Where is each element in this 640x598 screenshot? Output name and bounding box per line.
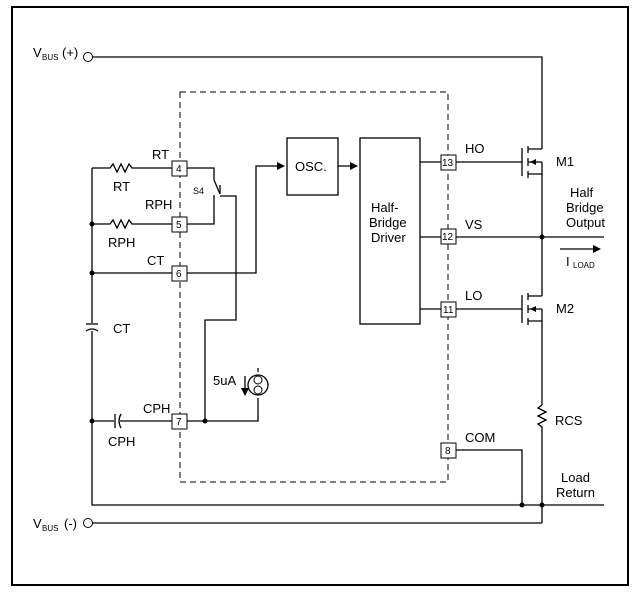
svg-text:LO: LO <box>465 288 482 303</box>
figure-border <box>11 6 629 586</box>
svg-text:CPH: CPH <box>143 401 170 416</box>
current-source-5ua: 5uA <box>213 368 269 396</box>
svg-text:RCS: RCS <box>555 413 583 428</box>
svg-text:RT: RT <box>113 179 130 194</box>
s4-control-line <box>204 195 237 421</box>
pin-8: 8 <box>440 442 457 459</box>
svg-text:I: I <box>566 254 570 269</box>
svg-text:Half-: Half- <box>371 200 398 215</box>
svg-text:Output: Output <box>566 215 605 230</box>
load-return-label: Load Return <box>556 470 595 500</box>
mosfet-m2: M2 <box>521 237 574 405</box>
pin-6: 6 <box>171 265 188 282</box>
left-common-bus <box>91 168 604 506</box>
svg-text:Return: Return <box>556 485 595 500</box>
svg-text:S4: S4 <box>193 186 204 196</box>
cph-internal-line <box>187 398 259 422</box>
half-bridge-output-label: Half Bridge Output <box>566 185 605 230</box>
svg-text:V: V <box>33 516 42 531</box>
svg-text:LOAD: LOAD <box>573 261 595 270</box>
svg-text:COM: COM <box>465 430 495 445</box>
svg-text:RPH: RPH <box>145 197 172 212</box>
rph-resistor: RPH RPH <box>92 197 172 250</box>
svg-text:BUS: BUS <box>42 524 58 533</box>
s4-switch: S4 <box>187 167 221 225</box>
svg-text:12: 12 <box>442 232 454 243</box>
svg-text:HO: HO <box>465 141 485 156</box>
svg-text:6: 6 <box>176 269 182 280</box>
svg-text:Bridge: Bridge <box>369 215 407 230</box>
svg-text:11: 11 <box>443 305 454 316</box>
iload-arrow: I LOAD <box>560 245 601 270</box>
svg-text:BUS: BUS <box>42 53 58 62</box>
ic-boundary <box>179 91 449 483</box>
oscillator-block: OSC. <box>286 137 339 196</box>
vbus-positive-terminal: V BUS (+) <box>33 45 93 62</box>
com-line <box>456 449 523 505</box>
rt-resistor: RT RT <box>92 147 172 194</box>
cph-capacitor: CPH CPH <box>92 401 172 449</box>
svg-text:7: 7 <box>176 417 182 428</box>
svg-text:Driver: Driver <box>371 230 406 245</box>
svg-text:4: 4 <box>176 164 182 175</box>
pin-5: 5 <box>171 216 188 233</box>
svg-text:V: V <box>33 45 42 60</box>
svg-text:CPH: CPH <box>108 434 135 449</box>
svg-text:M2: M2 <box>556 301 574 316</box>
svg-text:Load: Load <box>561 470 590 485</box>
vbus-negative-terminal: V BUS (-) <box>33 516 93 533</box>
svg-text:Bridge: Bridge <box>566 200 604 215</box>
svg-text:(+): (+) <box>62 45 78 60</box>
svg-text:(-): (-) <box>64 516 77 531</box>
svg-text:VS: VS <box>465 217 483 232</box>
ct-capacitor: CT <box>84 321 130 336</box>
svg-text:8: 8 <box>445 446 451 457</box>
svg-text:RT: RT <box>152 147 169 162</box>
ct-to-osc <box>187 162 285 274</box>
rcs-resistor: RCS <box>536 404 583 523</box>
svg-text:13: 13 <box>442 158 454 169</box>
pin-7: 7 <box>171 413 188 430</box>
half-bridge-driver-block: Half- Bridge Driver <box>359 137 421 325</box>
svg-text:M1: M1 <box>556 154 574 169</box>
pin-11: 11 <box>440 301 457 318</box>
mosfet-m1: M1 <box>521 140 574 237</box>
svg-text:5: 5 <box>176 220 182 231</box>
svg-text:OSC.: OSC. <box>295 159 327 174</box>
svg-text:5uA: 5uA <box>213 373 236 388</box>
svg-text:CT: CT <box>147 253 164 268</box>
pin-12: 12 <box>440 228 457 245</box>
pin-13: 13 <box>440 154 457 171</box>
svg-text:Half: Half <box>570 185 594 200</box>
pin-4: 4 <box>171 160 188 177</box>
svg-text:RPH: RPH <box>108 235 135 250</box>
svg-text:CT: CT <box>113 321 130 336</box>
vbus-positive-rail <box>92 56 543 140</box>
